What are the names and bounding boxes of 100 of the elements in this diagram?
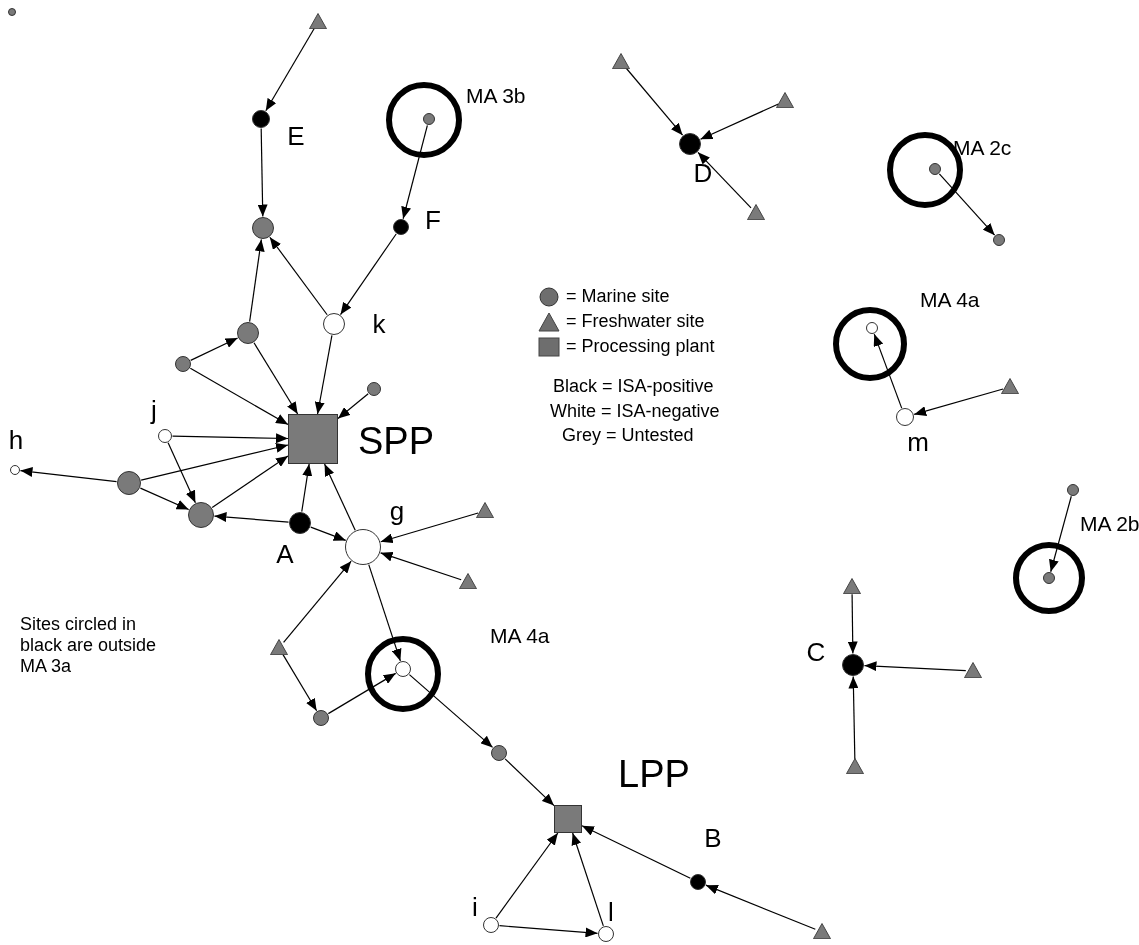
freshwater-site-marker: [964, 662, 982, 679]
freshwater-site-marker: [776, 92, 794, 109]
freshwater-site-marker: [476, 502, 494, 519]
arrow: [863, 661, 967, 672]
marine-site-marker: [423, 113, 435, 125]
arrow: [495, 832, 559, 919]
site-label: C: [806, 639, 826, 665]
arrow: [301, 463, 313, 513]
arrow: [213, 512, 290, 523]
site-label: A: [276, 541, 294, 567]
arrow: [337, 393, 369, 420]
arrow: [139, 487, 190, 511]
legend-text: = Freshwater site: [566, 311, 705, 332]
marine-site-marker: [175, 356, 191, 372]
site-label: g: [389, 498, 405, 524]
arrow: [699, 103, 780, 140]
area-label: MA 4a: [920, 288, 980, 312]
arrow: [705, 884, 816, 930]
freshwater-site-marker: [459, 573, 477, 590]
marine-site-marker: [929, 163, 941, 175]
marine-site-marker: [117, 471, 141, 495]
site-label: k: [372, 311, 386, 337]
legend-text: = Processing plant: [566, 336, 715, 357]
freshwater-site-marker: [612, 53, 630, 70]
marine-site-marker: [993, 234, 1005, 246]
arrow: [913, 388, 1004, 416]
marine-site-marker: [491, 745, 507, 761]
arrow: [339, 233, 397, 316]
arrow: [498, 925, 599, 938]
marine-site-marker: [313, 710, 329, 726]
arrow: [190, 337, 239, 361]
arrow: [625, 66, 684, 136]
arrow: [401, 124, 428, 220]
marine-site-marker: [395, 661, 411, 677]
marine-site-marker: [690, 874, 706, 890]
arrow: [873, 333, 903, 409]
arrow: [697, 151, 752, 209]
arrow: [408, 674, 494, 748]
arrow: [1049, 495, 1072, 573]
arrow: [323, 463, 356, 531]
site-label: m: [907, 429, 929, 455]
site-label: h: [8, 427, 24, 453]
arrow: [283, 560, 352, 644]
area-label: MA 2b: [1080, 512, 1139, 536]
arrow: [314, 334, 333, 415]
site-label: F: [425, 207, 441, 233]
marine-site-marker: [842, 654, 864, 676]
arrow: [253, 342, 299, 415]
marine-site-marker: [237, 322, 259, 344]
arrow: [249, 238, 265, 323]
arrow: [571, 832, 604, 927]
arrow: [257, 127, 268, 218]
freshwater-site-marker: [846, 758, 864, 775]
site-label: D: [693, 160, 713, 186]
area-label: MA 4a: [490, 624, 550, 648]
processing-plant-marker: [288, 414, 338, 464]
arrow: [379, 551, 462, 581]
site-label: i: [472, 894, 478, 920]
marine-site-marker: [1067, 484, 1079, 496]
freshwater-site-marker: [309, 13, 327, 30]
arrow: [380, 512, 479, 544]
marine-site-marker: [345, 529, 381, 565]
freshwater-site-marker: [843, 578, 861, 595]
arrow: [269, 236, 328, 316]
note-text: Sites circled in black are outside MA 3a: [20, 614, 158, 677]
arrow: [211, 455, 289, 509]
arrow: [504, 758, 555, 807]
processing-plant-marker: [554, 805, 582, 833]
color-key-text: White = ISA-negative: [550, 401, 720, 422]
site-label: j: [151, 397, 157, 423]
marine-site-marker: [367, 382, 381, 396]
arrow: [265, 27, 315, 112]
arrow: [847, 593, 858, 655]
marine-site-marker: [1043, 572, 1055, 584]
marine-site-marker: [289, 512, 311, 534]
marine-site-marker: [188, 502, 214, 528]
marine-site-marker: [158, 429, 172, 443]
area-label: MA 3b: [466, 84, 526, 108]
freshwater-site-marker: [270, 639, 288, 656]
area-label: MA 2c: [953, 136, 1012, 160]
arrow: [282, 653, 318, 712]
arrow: [310, 526, 347, 541]
arrow: [167, 442, 196, 504]
site-label: LPP: [618, 755, 690, 793]
arrow: [171, 433, 289, 444]
marine-site-marker: [483, 917, 499, 933]
marine-site-marker: [679, 133, 701, 155]
freshwater-site-marker: [813, 923, 831, 940]
arrow: [189, 367, 289, 426]
color-key-text: Grey = Untested: [562, 425, 694, 446]
marine-site-marker: [10, 465, 20, 475]
arrow: [327, 672, 397, 715]
arrow: [581, 825, 691, 879]
arrow: [140, 442, 289, 481]
marine-site-marker: [323, 313, 345, 335]
site-label: l: [608, 899, 614, 925]
site-label: E: [287, 123, 305, 149]
marine-site-marker: [598, 926, 614, 942]
arrow: [848, 675, 859, 761]
marine-site-marker: [866, 322, 878, 334]
